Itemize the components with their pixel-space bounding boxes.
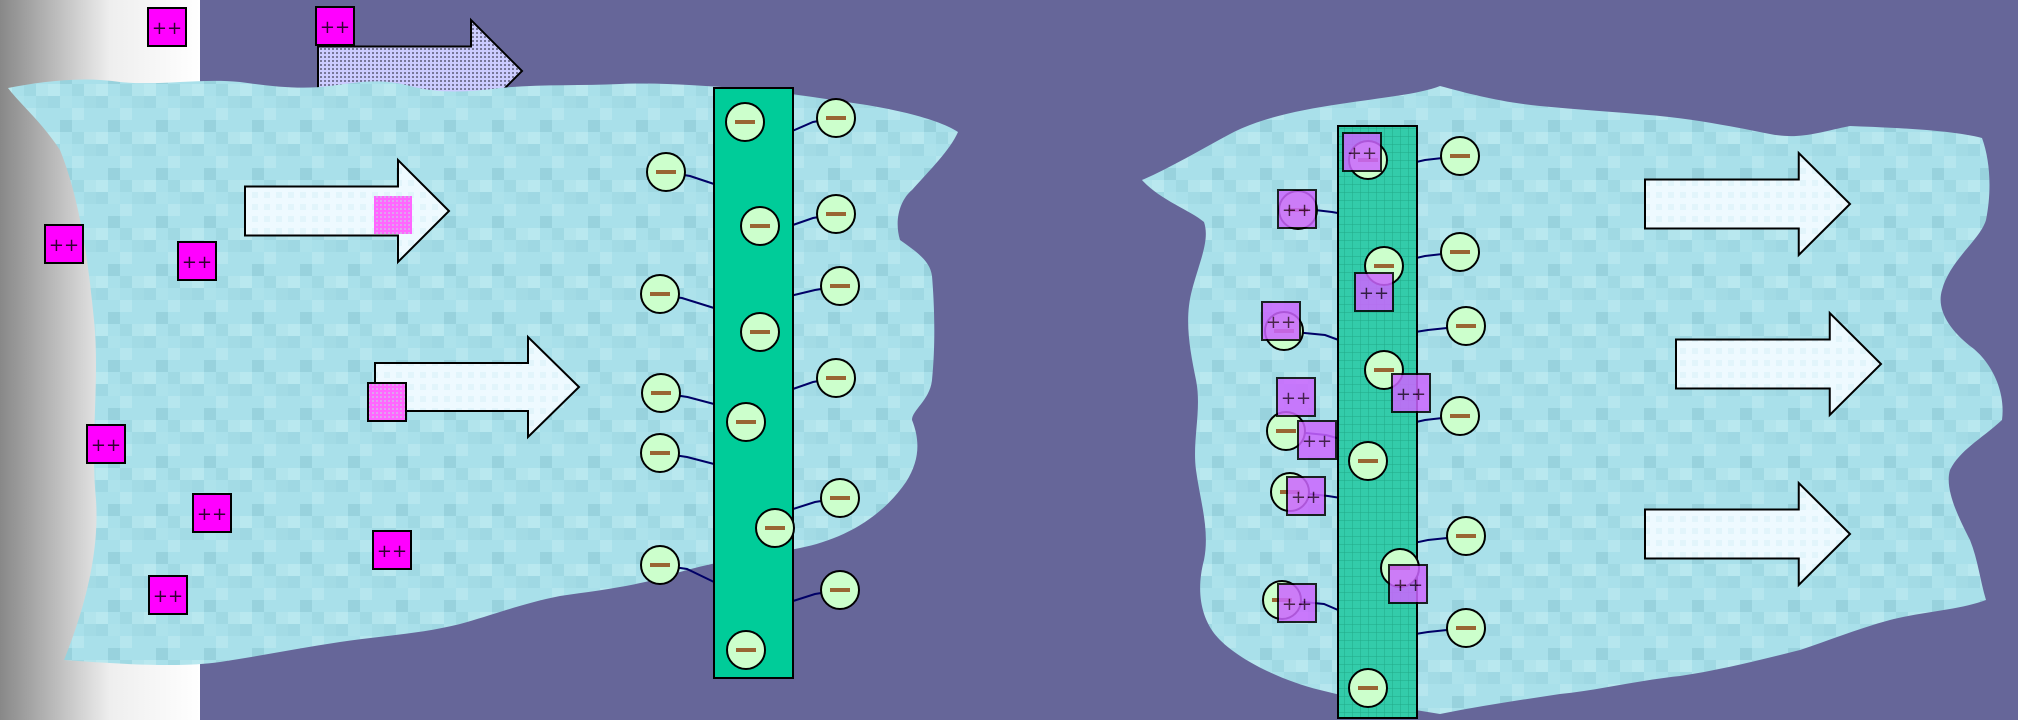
cation-square-icon: ++ xyxy=(316,7,354,45)
minus-sign-icon xyxy=(1358,459,1378,463)
cation-square-icon: ++ xyxy=(149,576,187,614)
cation-bound-icon: ++ xyxy=(1278,190,1316,228)
anion-fixed-icon xyxy=(1349,442,1387,480)
cation-symbol: ++ xyxy=(1281,388,1311,409)
minus-sign-icon xyxy=(650,563,670,567)
anion-circle-icon xyxy=(1447,517,1485,555)
minus-sign-icon xyxy=(650,451,670,455)
cation-symbol: ++ xyxy=(152,18,182,39)
cation-symbol: ++ xyxy=(182,252,212,273)
cation-bound-icon: ++ xyxy=(1278,584,1316,622)
minus-sign-icon xyxy=(826,116,846,120)
cation-symbol: ++ xyxy=(1282,594,1312,615)
minus-sign-icon xyxy=(830,284,850,288)
minus-sign-icon xyxy=(1374,264,1394,268)
anion-circle-icon xyxy=(821,571,859,609)
cation-symbol: ++ xyxy=(320,17,350,38)
cation-symbol: ++ xyxy=(1393,575,1423,596)
minus-sign-icon xyxy=(750,224,770,228)
minus-sign-icon xyxy=(826,212,846,216)
anion-circle-icon xyxy=(817,359,855,397)
anion-circle-icon xyxy=(821,267,859,305)
minus-sign-icon xyxy=(735,120,755,124)
cation-symbol: ++ xyxy=(1396,384,1426,405)
cation-square-icon: ++ xyxy=(87,425,125,463)
membrane-left xyxy=(714,88,793,678)
minus-sign-icon xyxy=(1456,324,1476,328)
cation-bound-icon: ++ xyxy=(1343,133,1381,171)
cation-symbol: ++ xyxy=(377,541,407,562)
cation-symbol: ++ xyxy=(197,504,227,525)
minus-sign-icon xyxy=(736,648,756,652)
cation-bound-icon: ++ xyxy=(1355,273,1393,311)
anion-circle-icon xyxy=(817,99,855,137)
anion-circle-icon xyxy=(641,434,679,472)
anion-fixed-icon xyxy=(741,313,779,351)
minus-sign-icon xyxy=(1276,429,1296,433)
anion-circle-icon xyxy=(1441,397,1479,435)
minus-sign-icon xyxy=(1358,686,1378,690)
anion-fixed-icon xyxy=(727,403,765,441)
anion-circle-icon xyxy=(641,546,679,584)
minus-sign-icon xyxy=(651,391,671,395)
minus-sign-icon xyxy=(826,376,846,380)
anion-fixed-icon xyxy=(1349,669,1387,707)
cation-symbol: ++ xyxy=(1302,431,1332,452)
anion-circle-icon xyxy=(1441,137,1479,175)
cation-bound-icon: ++ xyxy=(1262,302,1300,340)
anion-circle-icon xyxy=(1447,307,1485,345)
water-region-right xyxy=(1142,86,2003,714)
cation-bound-icon: ++ xyxy=(1298,421,1336,459)
anion-circle-icon xyxy=(1441,233,1479,271)
minus-sign-icon xyxy=(1450,154,1470,158)
anion-fixed-icon xyxy=(726,103,764,141)
anion-fixed-icon xyxy=(756,509,794,547)
cation-symbol: ++ xyxy=(153,586,183,607)
minus-sign-icon xyxy=(1456,626,1476,630)
cation-symbol: ++ xyxy=(1359,283,1389,304)
cation-symbol: ++ xyxy=(1282,200,1312,221)
minus-sign-icon xyxy=(750,330,770,334)
anion-circle-icon xyxy=(1447,609,1485,647)
anion-circle-icon xyxy=(821,479,859,517)
cation-bound-icon: ++ xyxy=(1392,374,1430,412)
minus-sign-icon xyxy=(830,496,850,500)
minus-sign-icon xyxy=(830,588,850,592)
minus-sign-icon xyxy=(765,526,785,530)
cation-bound-icon: ++ xyxy=(1277,378,1315,416)
minus-sign-icon xyxy=(736,420,756,424)
membrane-right xyxy=(1338,126,1417,718)
cation-square-icon xyxy=(374,196,412,234)
minus-sign-icon xyxy=(656,170,676,174)
minus-sign-icon xyxy=(1374,368,1394,372)
minus-sign-icon xyxy=(1456,534,1476,538)
cation-square-icon: ++ xyxy=(148,8,186,46)
cation-symbol: ++ xyxy=(91,435,121,456)
cation-bound-icon: ++ xyxy=(1287,477,1325,515)
anion-circle-icon xyxy=(817,195,855,233)
cation-square-icon: ++ xyxy=(373,531,411,569)
anion-circle-icon xyxy=(642,374,680,412)
cation-symbol: ++ xyxy=(49,235,79,256)
cation-square-icon: ++ xyxy=(45,225,83,263)
cation-symbol: ++ xyxy=(1291,487,1321,508)
anion-fixed-icon xyxy=(727,631,765,669)
anion-circle-icon xyxy=(647,153,685,191)
minus-sign-icon xyxy=(650,292,670,296)
cation-symbol: ++ xyxy=(1266,312,1296,333)
anion-fixed-icon xyxy=(741,207,779,245)
anion-circle-icon xyxy=(641,275,679,313)
cation-square-icon: ++ xyxy=(193,494,231,532)
cation-symbol: ++ xyxy=(1347,143,1377,164)
cation-square-icon: ++ xyxy=(178,242,216,280)
minus-sign-icon xyxy=(1450,414,1470,418)
minus-sign-icon xyxy=(1450,250,1470,254)
cation-bound-icon: ++ xyxy=(1389,565,1427,603)
cation-square-icon xyxy=(368,383,406,421)
